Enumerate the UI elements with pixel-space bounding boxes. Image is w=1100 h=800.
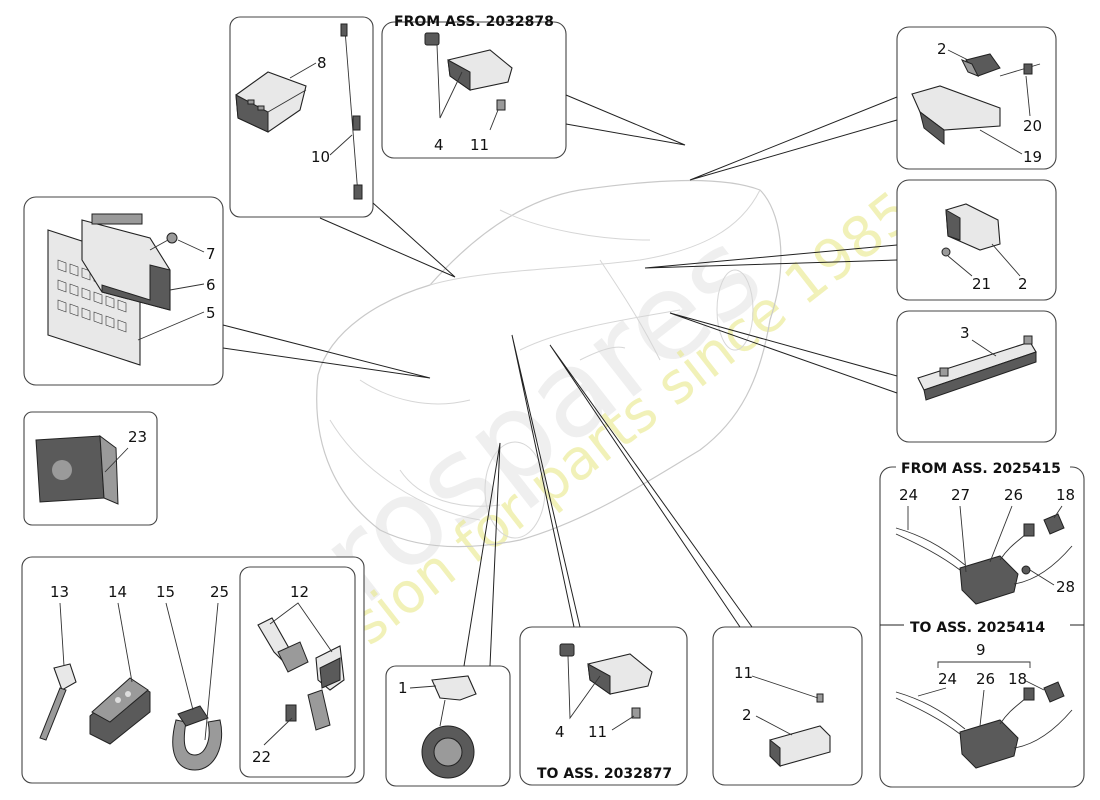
label-15: 15 (156, 583, 175, 601)
sensor-2-lower-drawing (769, 693, 831, 768)
label-5: 5 (206, 304, 216, 322)
label-27: 27 (951, 486, 970, 504)
key-13-drawing (39, 663, 77, 741)
sensor-4-top-drawing (424, 32, 513, 111)
label-25: 25 (210, 583, 229, 601)
label-12: 12 (290, 583, 309, 601)
lock-12-drawing (257, 617, 345, 731)
manual-23-drawing (35, 434, 119, 505)
label-18-upper: 18 (1056, 486, 1075, 504)
label-28: 28 (1056, 578, 1075, 596)
box-to-2032877 (519, 626, 688, 786)
label-6: 6 (206, 276, 216, 294)
sensor-2-mid-drawing (941, 203, 1001, 257)
header-to-2032877: TO ASS. 2032877 (537, 766, 672, 782)
label-21: 21 (972, 275, 991, 293)
label-3: 3 (960, 324, 970, 342)
label-8: 8 (317, 54, 327, 72)
strip-3-drawing (917, 335, 1037, 401)
label-2-mid: 2 (1018, 275, 1028, 293)
label-2-top-right: 2 (937, 40, 947, 58)
label-26-lower: 26 (976, 670, 995, 688)
harness-lower-drawing (895, 681, 1073, 769)
box-module-8-10 (229, 16, 374, 218)
label-4-bottom: 4 (555, 723, 565, 741)
label-18-lower: 18 (1008, 670, 1027, 688)
harness-upper-drawing (895, 513, 1073, 605)
module-8-drawing (235, 71, 307, 133)
label-4-top: 4 (434, 136, 444, 154)
module-6-drawing (81, 213, 171, 311)
label-22: 22 (252, 748, 271, 766)
siren-1-drawing (421, 675, 477, 779)
car-leaders (222, 94, 898, 667)
antenna-10-drawing (340, 23, 363, 200)
bolt-7-drawing (149, 232, 178, 251)
label-9: 9 (976, 641, 986, 659)
label-24-lower: 24 (938, 670, 957, 688)
label-10: 10 (311, 148, 330, 166)
label-23: 23 (128, 428, 147, 446)
label-26-upper: 26 (1004, 486, 1023, 504)
remote-14-drawing (89, 677, 151, 745)
header-from-2025415: FROM ASS. 2025415 (901, 461, 1061, 477)
label-11-top: 11 (470, 136, 489, 154)
label-11-bottom: 11 (588, 723, 607, 741)
sensor-4-bottom-drawing (559, 643, 653, 719)
box-from-2032878 (381, 21, 567, 159)
label-7: 7 (206, 245, 216, 263)
label-2-lower: 2 (742, 706, 752, 724)
bracket-19-drawing (911, 53, 1041, 146)
header-from-2032878: FROM ASS. 2032878 (394, 14, 554, 30)
label-20: 20 (1023, 117, 1042, 135)
header-to-2025414: TO ASS. 2025414 (910, 620, 1045, 636)
label-13: 13 (50, 583, 69, 601)
strap-15-drawing (172, 705, 223, 771)
label-14: 14 (108, 583, 127, 601)
label-1: 1 (398, 679, 408, 697)
label-11-right: 11 (734, 664, 753, 682)
label-24-upper: 24 (899, 486, 918, 504)
label-19: 19 (1023, 148, 1042, 166)
